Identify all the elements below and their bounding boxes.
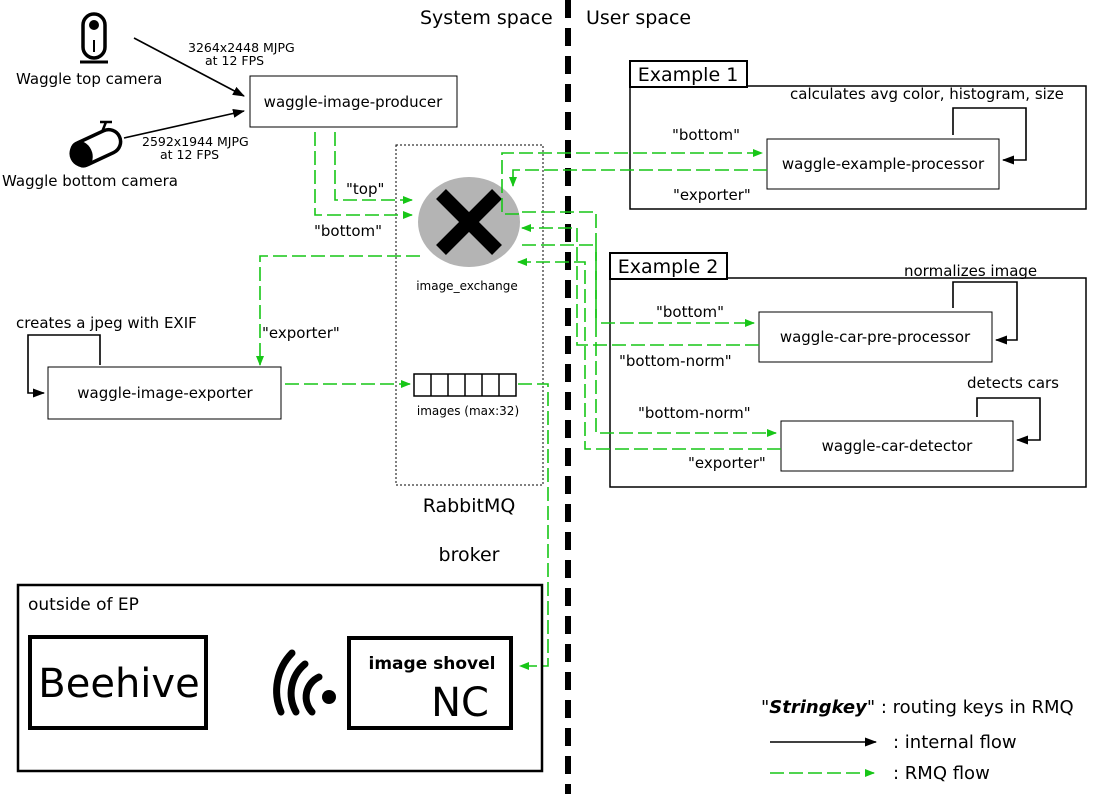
flow-bottom [314, 132, 413, 219]
bottom-camera-spec-1: 2592x1944 MJPG [142, 134, 249, 149]
image-exchange-label: image_exchange [416, 279, 518, 293]
preprocessor-internal-loop [952, 281, 1018, 345]
flow-ex2-det-exporter [517, 258, 781, 450]
ex1-key-exporter: "exporter" [673, 186, 751, 204]
wifi-icon [273, 649, 336, 716]
legend-stringkey: "Stringkey" : routing keys in RMQ [761, 697, 1074, 718]
image-producer-label: waggle-image-producer [264, 93, 443, 111]
preprocessor-note: normalizes image [904, 262, 1037, 280]
example2-frame [609, 277, 1087, 488]
flow-ex2-bottom-norm-back [521, 224, 759, 346]
broker-frame [395, 144, 544, 486]
example-processor-box [766, 138, 1000, 190]
outside-ep-frame [16, 583, 544, 773]
flow-top [334, 132, 413, 204]
bottom-camera-arrow [123, 109, 245, 139]
car-detector-box [780, 420, 1014, 472]
image-shovel-label: image shovel [369, 654, 496, 674]
image-exporter-label: waggle-image-exporter [77, 384, 253, 402]
flow-to-shovel [518, 383, 549, 670]
exporter-internal-loop [27, 334, 101, 398]
car-preprocessor-label: waggle-car-pre-processor [780, 328, 971, 346]
exporter-note: creates a jpeg with EXIF [16, 314, 197, 332]
legend-internal-label: : internal flow [893, 732, 1017, 753]
detector-note: detects cars [967, 374, 1059, 392]
top-camera-spec-2: at 12 FPS [205, 53, 264, 68]
example1-internal-loop [952, 107, 1027, 165]
flow-ex1-exporter [509, 169, 767, 187]
example1-note: calculates avg color, histogram, size [790, 85, 1064, 103]
flow-exporter [256, 255, 420, 366]
key-bottom-label: "bottom" [314, 222, 382, 240]
ex2-key-det-exporter: "exporter" [688, 454, 766, 472]
ex2-key-bottom: "bottom" [656, 303, 724, 321]
car-detector-label: waggle-car-detector [822, 437, 974, 455]
example2-title-box [609, 252, 728, 280]
example1-title: Example 1 [638, 64, 739, 86]
flow-ex2-det-bottom-norm [522, 244, 777, 437]
outside-ep-title: outside of EP [28, 595, 139, 615]
key-exporter-label: "exporter" [262, 324, 340, 342]
queue-icon [413, 373, 517, 397]
beehive-label: Beehive [38, 661, 199, 707]
top-camera-label: Waggle top camera [16, 70, 162, 88]
flow-ex1-bottom [501, 149, 763, 215]
bottom-camera-label: Waggle bottom camera [2, 172, 178, 190]
ex1-key-bottom: "bottom" [672, 126, 740, 144]
legend-rmq-label: : RMQ flow [893, 763, 990, 784]
system-space-label: System space [420, 7, 553, 29]
ex2-key-bottom-norm: "bottom-norm" [619, 352, 732, 370]
rabbitmq-label: RabbitMQ [423, 495, 516, 517]
detector-internal-loop [976, 397, 1041, 445]
broker-label: broker [439, 544, 500, 566]
example-processor-label: waggle-example-processor [782, 155, 985, 173]
image-exporter-box [47, 366, 282, 420]
beehive-box [28, 635, 208, 730]
top-camera-arrow [133, 37, 245, 97]
user-space-label: User space [586, 7, 691, 29]
example1-title-box [629, 60, 748, 88]
image-producer-box [249, 75, 458, 128]
camera-bottom-icon [69, 120, 123, 168]
car-preprocessor-box [758, 311, 993, 363]
images-queue-label: images (max:32) [417, 404, 519, 418]
ex2-key-det-bottom-norm: "bottom-norm" [638, 404, 751, 422]
example1-frame [629, 85, 1087, 210]
bottom-camera-spec-2: at 12 FPS [160, 147, 219, 162]
nc-label: NC [431, 680, 489, 726]
camera-top-icon [80, 12, 108, 64]
exchange-x-icon [418, 177, 520, 267]
key-top-label: "top" [346, 180, 384, 198]
example2-title: Example 2 [618, 256, 719, 278]
top-camera-spec-1: 3264x2448 MJPG [188, 40, 295, 55]
nc-box [347, 636, 513, 730]
